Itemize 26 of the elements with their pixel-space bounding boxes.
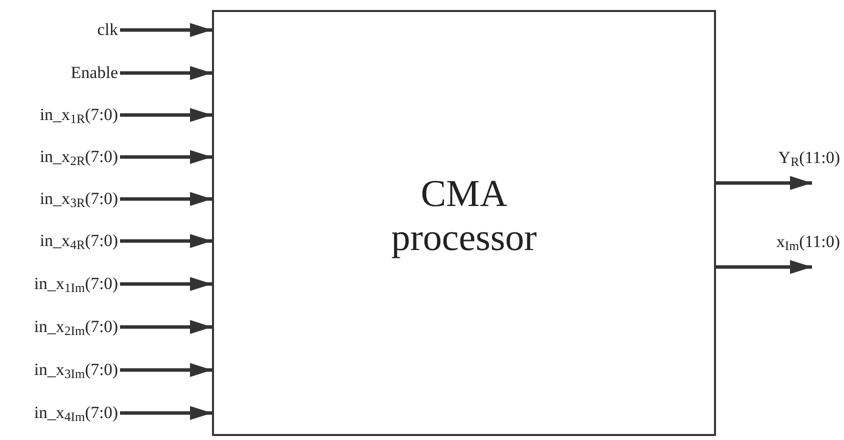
arrow bbox=[120, 66, 212, 80]
arrow bbox=[120, 150, 212, 164]
arrow bbox=[120, 406, 212, 420]
arrow bbox=[120, 363, 212, 377]
edge-label: x$_{Im}$(11:0) bbox=[776, 231, 840, 254]
arrow bbox=[120, 192, 212, 206]
signal-label: in_x$_{1Im}$(7:0) bbox=[8, 271, 118, 297]
signal-label: in_x$_{3Im}$(7:0) bbox=[8, 357, 118, 383]
edge-label: Y$_{R}$(11:0) bbox=[778, 147, 840, 170]
arrow bbox=[120, 320, 212, 334]
block-title: CMA processor bbox=[390, 172, 538, 260]
signal-label: clk bbox=[8, 17, 118, 43]
signal-label: in_x$_{4Im}$(7:0) bbox=[8, 400, 118, 426]
arrow bbox=[120, 23, 212, 37]
arrow bbox=[120, 277, 212, 291]
signal-label: in_x$_{3R}$(7:0) bbox=[8, 186, 118, 212]
arrow bbox=[120, 108, 212, 122]
arrow bbox=[716, 176, 812, 190]
signal-label: in_x$_{1R}$(7:0) bbox=[8, 102, 118, 128]
signal-label: in_x$_{4R}$(7:0) bbox=[8, 228, 118, 254]
arrow bbox=[716, 260, 812, 274]
processor-block bbox=[212, 10, 716, 436]
signal-label: in_x$_{2Im}$(7:0) bbox=[8, 314, 118, 340]
arrow bbox=[120, 234, 212, 248]
signal-label: in_x$_{2R}$(7:0) bbox=[8, 144, 118, 170]
signal-label: Enable bbox=[8, 60, 118, 86]
